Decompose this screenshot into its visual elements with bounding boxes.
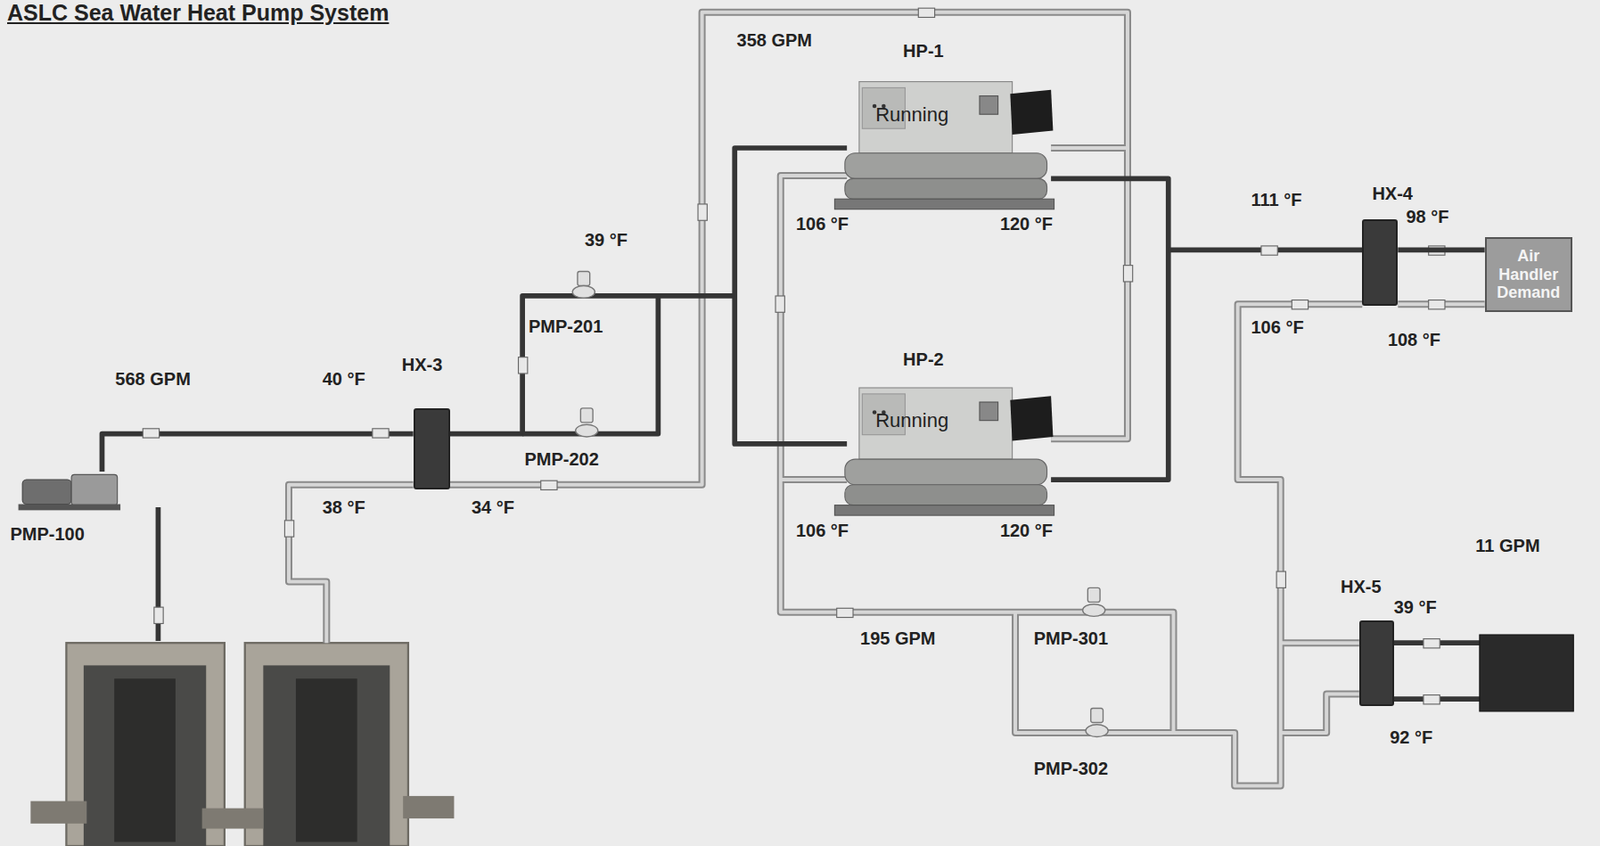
pump-tag: PMP-201 (528, 316, 603, 337)
heat-pump: HP-2Running (836, 385, 1054, 516)
flow-reading: 11 GPM (1475, 535, 1540, 556)
temperature-reading: 39 °F (584, 229, 628, 250)
unit-name: HP-2 (902, 349, 944, 370)
temperature-reading: 92 °F (1389, 727, 1433, 747)
loop-pumps (572, 271, 1108, 738)
temperature-reading: 38 °F (322, 497, 366, 517)
box-text: Air Handler Demand (1490, 246, 1568, 303)
unit-name: HX-5 (1340, 576, 1382, 597)
supply-pipes (101, 147, 1479, 699)
temperature-reading: 111 °F (1250, 189, 1302, 210)
pipe-fittings (142, 8, 1445, 705)
heat-exchanger: HX-3 (413, 408, 451, 491)
temperature-reading: 120 °F (1000, 520, 1053, 541)
pump-tag: PMP-100 (9, 524, 84, 544)
diagram-title: ASLC Sea Water Heat Pump System (7, 0, 389, 26)
heat-exchanger: HX-5 (1359, 620, 1395, 706)
temperature-reading: 40 °F (322, 369, 366, 389)
temperature-reading: 39 °F (1394, 597, 1437, 617)
heat-pump-units (834, 82, 1054, 517)
flow-reading: 568 GPM (114, 369, 190, 389)
unit-name: HX-3 (402, 354, 444, 375)
demand-box: Air Handler Demand (1485, 237, 1573, 313)
temperature-reading: 106 °F (1250, 317, 1304, 337)
temperature-reading: 106 °F (795, 213, 849, 234)
pump-tag: PMP-301 (1033, 628, 1108, 649)
heat-pump: HP-1Running (836, 79, 1054, 209)
return-pipes (288, 12, 1486, 787)
heat-exchanger: HX-4 (1362, 219, 1398, 306)
unit-name: HX-4 (1371, 183, 1413, 204)
sea-water-tanks (30, 642, 454, 846)
temperature-reading: 98 °F (1405, 206, 1449, 227)
status-text: Running (875, 104, 949, 126)
temperature-reading: 34 °F (471, 497, 515, 517)
status-text: Running (875, 410, 949, 432)
load-box (1479, 634, 1574, 712)
pump-tag: PMP-202 (524, 449, 599, 469)
unit-name: HP-1 (902, 41, 944, 61)
temperature-reading: 106 °F (795, 520, 849, 541)
pipe-connector (1397, 247, 1485, 254)
sea-water-pump (18, 474, 121, 510)
pump-tag: PMP-302 (1033, 758, 1108, 779)
temperature-reading: 108 °F (1387, 329, 1441, 350)
flow-reading: 195 GPM (860, 628, 936, 649)
temperature-reading: 120 °F (1000, 213, 1053, 234)
flow-reading: 358 GPM (737, 30, 813, 50)
